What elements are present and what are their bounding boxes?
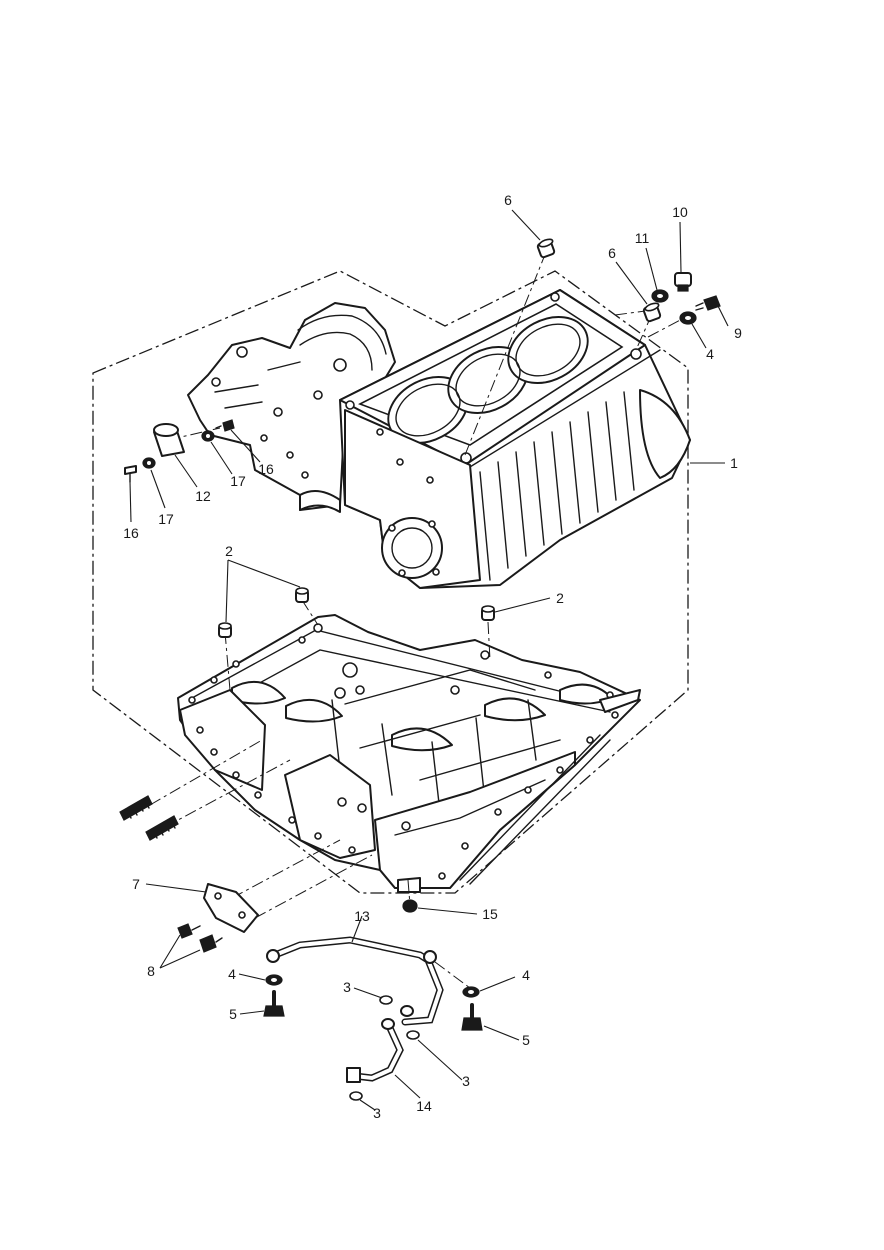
dowel-2-middle xyxy=(295,587,309,603)
callout-2-left: 2 xyxy=(225,543,233,559)
callout-16-upper: 16 xyxy=(258,461,274,477)
bolt-9 xyxy=(695,295,721,311)
washer-4-right xyxy=(462,986,480,998)
callout-4-left: 4 xyxy=(228,966,236,982)
callout-17-lower: 17 xyxy=(158,511,174,527)
callout-8: 8 xyxy=(147,963,155,979)
callout-16-lower: 16 xyxy=(123,525,139,541)
o-ring-3-upper xyxy=(379,995,393,1005)
dowel-2-left xyxy=(218,622,232,638)
bolt-8-upper xyxy=(177,923,201,939)
assembly-boundary xyxy=(92,270,689,894)
callout-14: 14 xyxy=(416,1098,432,1114)
callout-3-upper: 3 xyxy=(343,979,351,995)
dowel-2-right xyxy=(481,605,495,621)
callout-1: 1 xyxy=(730,455,738,471)
callout-10: 10 xyxy=(672,204,688,220)
o-ring-3-middle xyxy=(406,1030,420,1040)
callout-11: 11 xyxy=(635,230,650,246)
callout-4-upper: 4 xyxy=(706,346,714,362)
bolt-16-upper xyxy=(215,419,235,432)
leader-lines xyxy=(129,209,729,1111)
callout-17-upper: 17 xyxy=(230,473,246,489)
banjo-bolt-5-right xyxy=(461,1003,483,1031)
washer-4-left xyxy=(265,974,283,986)
oil-pipe-13 xyxy=(266,936,444,1026)
washer-17-lower xyxy=(142,457,156,469)
callout-12: 12 xyxy=(195,488,211,504)
callout-5-right: 5 xyxy=(522,1032,530,1048)
washer-11 xyxy=(651,289,669,303)
callout-5-left: 5 xyxy=(229,1006,237,1022)
callouts: 6 10 11 6 9 4 1 12 17 16 17 16 2 2 7 15 … xyxy=(123,192,742,1121)
upper-crankcase xyxy=(187,289,691,589)
washer-17-upper xyxy=(201,430,215,442)
callout-4-right: 4 xyxy=(522,967,530,983)
dowel-6-upper xyxy=(536,238,556,259)
oil-pipe-14 xyxy=(346,1018,404,1083)
callout-15: 15 xyxy=(482,906,498,922)
lower-crankcase xyxy=(177,614,641,893)
bolt-16-lower xyxy=(124,465,137,483)
callout-7: 7 xyxy=(132,876,140,892)
callout-3-lower: 3 xyxy=(373,1105,381,1121)
stud-lower xyxy=(145,815,179,841)
bracket-7 xyxy=(203,883,259,933)
stud-upper xyxy=(119,795,153,821)
banjo-bolt-5-left xyxy=(263,990,285,1017)
cap-12 xyxy=(153,423,185,457)
bolt-8-lower xyxy=(199,934,223,953)
callout-6-right: 6 xyxy=(608,245,616,261)
dowel-6-right xyxy=(642,302,662,323)
drain-plug-15 xyxy=(402,899,418,913)
callout-3-middle: 3 xyxy=(462,1073,470,1089)
plug-10 xyxy=(674,272,692,292)
callout-6-upper: 6 xyxy=(504,192,512,208)
callout-13: 13 xyxy=(354,908,370,924)
o-ring-3-lower xyxy=(349,1091,363,1101)
callout-2-right: 2 xyxy=(556,590,564,606)
callout-9: 9 xyxy=(734,325,742,341)
washer-4-upper xyxy=(679,311,697,325)
